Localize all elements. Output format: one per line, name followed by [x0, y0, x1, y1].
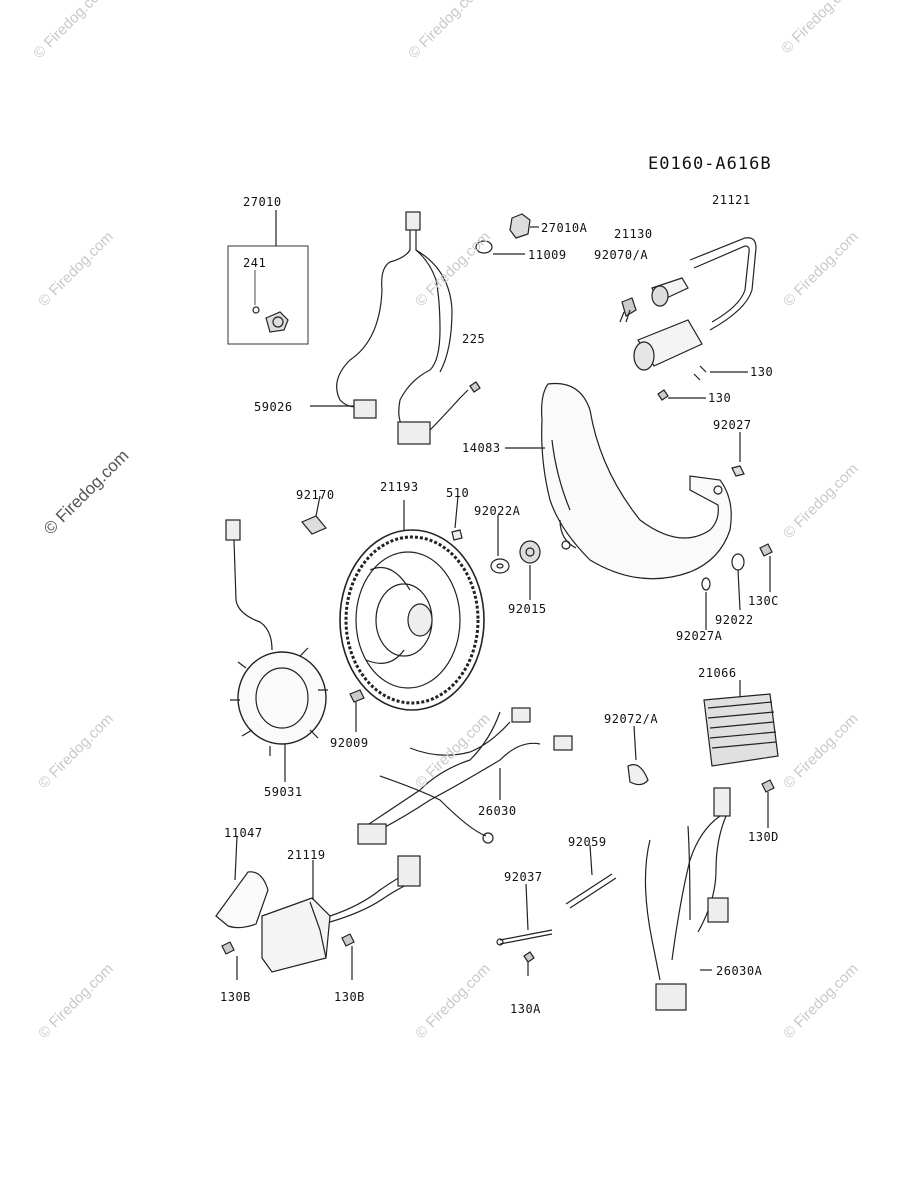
rods — [496, 844, 617, 976]
part-label[interactable]: 26030A — [716, 964, 763, 978]
part-label[interactable]: 510 — [446, 486, 470, 500]
part-label[interactable]: 14083 — [462, 441, 501, 455]
part-label[interactable]: 26030 — [478, 804, 517, 818]
part-label[interactable]: 59031 — [264, 785, 303, 799]
part-label[interactable]: 92027 — [713, 418, 752, 432]
cdi-unit — [215, 835, 421, 980]
regulator — [703, 680, 779, 828]
part-label[interactable]: 92009 — [330, 736, 369, 750]
wire-harness-26030a — [644, 787, 731, 1011]
washer-bolt-130c — [731, 543, 773, 611]
part-label[interactable]: 92059 — [568, 835, 607, 849]
part-label[interactable]: 130C — [748, 594, 779, 608]
flywheel — [339, 500, 485, 711]
part-label[interactable]: 92027A — [676, 629, 723, 643]
part-label[interactable]: 92022A — [474, 504, 521, 518]
part-label[interactable]: 21121 — [712, 193, 751, 207]
part-label[interactable]: 225 — [462, 332, 486, 346]
part-label[interactable]: 130B — [334, 990, 365, 1004]
part-label[interactable]: 27010 — [243, 195, 282, 209]
part-label[interactable]: 92170 — [296, 488, 335, 502]
diagram-code: E0160-A616B — [648, 154, 772, 174]
part-label[interactable]: 130 — [750, 365, 774, 379]
part-label[interactable]: 130D — [748, 830, 779, 844]
part-label[interactable]: 92022 — [715, 613, 754, 627]
part-label[interactable]: 21193 — [380, 480, 419, 494]
stator — [225, 519, 365, 782]
part-label[interactable]: 92037 — [504, 870, 543, 884]
part-label[interactable]: 11047 — [224, 826, 263, 840]
part-label[interactable]: 59026 — [254, 400, 293, 414]
part-label[interactable]: 130B — [220, 990, 251, 1004]
part-label[interactable]: 92070/A — [594, 248, 649, 262]
part-label[interactable]: 92072/A — [604, 712, 659, 726]
part-label[interactable]: 92015 — [508, 602, 547, 616]
part-label[interactable]: 21130 — [614, 227, 653, 241]
clamp — [627, 725, 649, 786]
part-label[interactable]: 11009 — [528, 248, 567, 262]
flywheel-cover — [505, 382, 745, 630]
oil-sensor — [475, 213, 539, 255]
small-parts — [301, 495, 541, 600]
part-label[interactable]: 130A — [510, 1002, 541, 1016]
wire-harness-26030 — [357, 707, 573, 845]
part-label[interactable]: 241 — [243, 256, 267, 270]
wire-harness-59026 — [310, 211, 481, 445]
part-label[interactable]: 21119 — [287, 848, 326, 862]
part-label[interactable]: 130 — [708, 391, 732, 405]
part-label[interactable]: 27010A — [541, 221, 588, 235]
sensor-box — [227, 210, 309, 345]
ignition-coil — [619, 237, 757, 401]
part-label[interactable]: 21066 — [698, 666, 737, 680]
